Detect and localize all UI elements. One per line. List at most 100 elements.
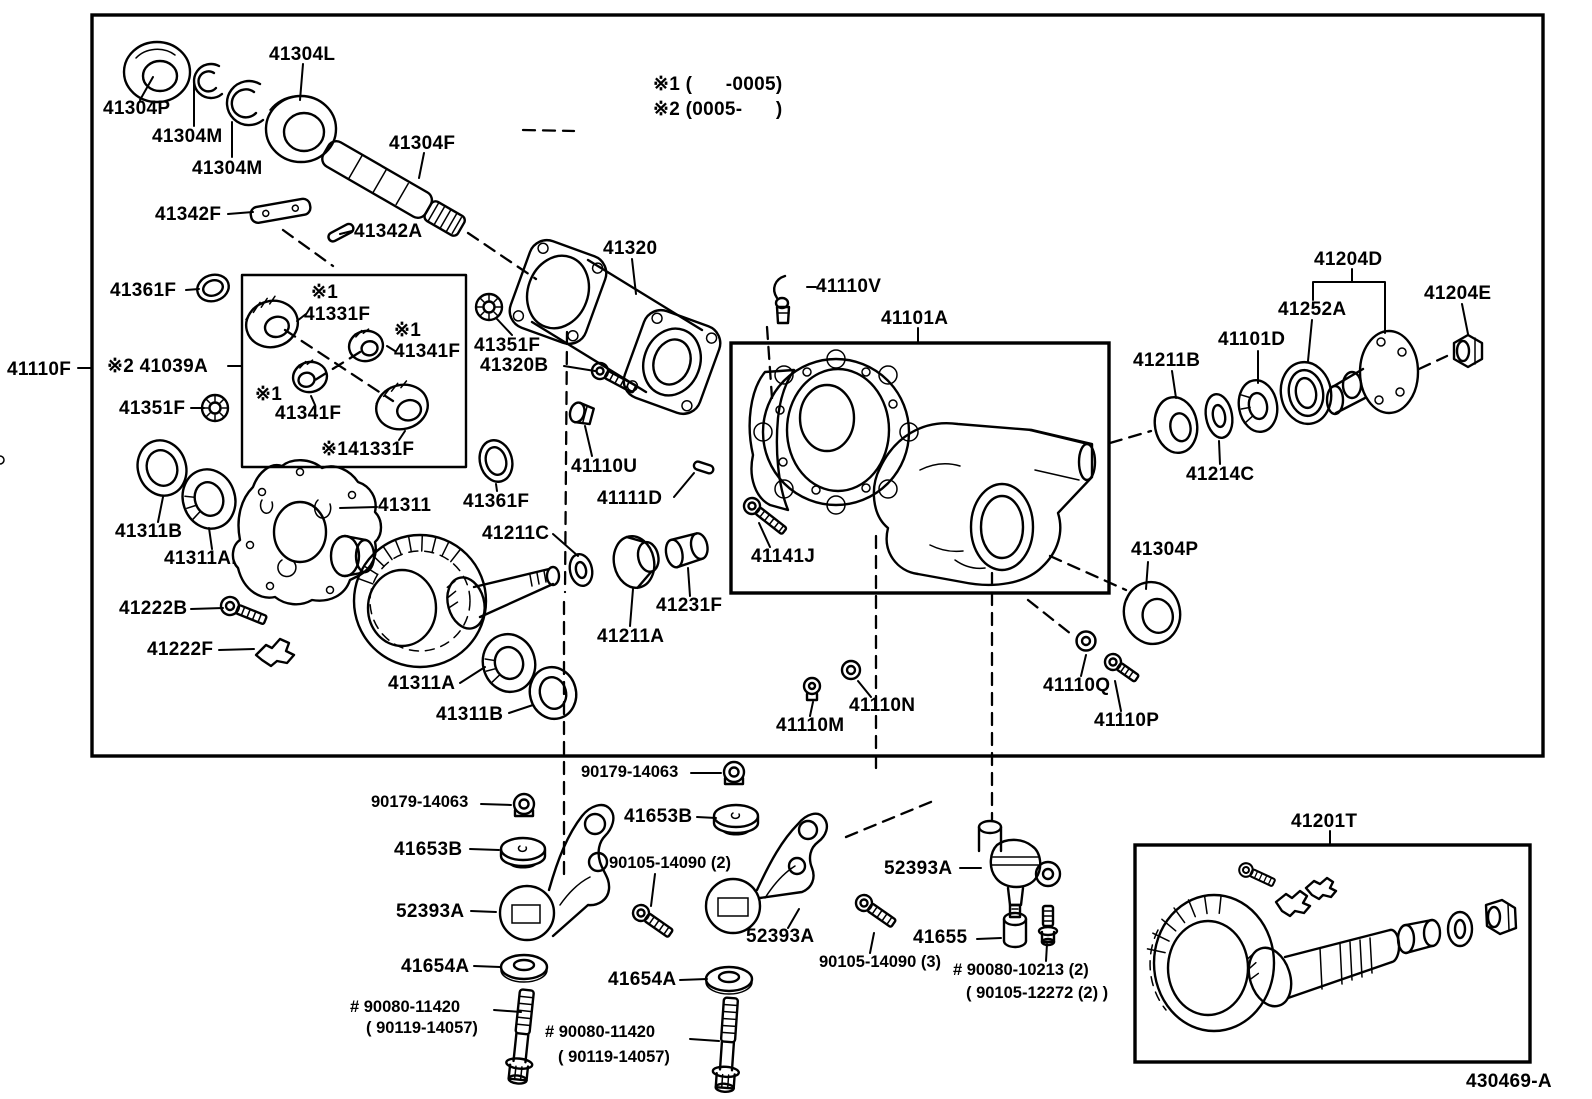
long-bolt-icon-right — [710, 995, 746, 1094]
pin-icon — [327, 222, 355, 243]
part-label-52393A-m: 52393A — [746, 926, 815, 947]
part-label-41361F-c: 41361F — [463, 491, 530, 512]
part-label-41304P-top: 41304P — [103, 98, 171, 119]
star-washer-icon-center — [474, 292, 504, 322]
part-label-90105-2: 90105-14090 (2) — [609, 854, 732, 872]
part-label-41252A: 41252A — [1278, 299, 1347, 320]
part-label-41222B: 41222B — [119, 598, 188, 619]
ring-icon-center — [478, 439, 514, 483]
ring-pinion-kit-icons — [1146, 859, 1518, 1033]
part-label-90179-l: 90179-14063 — [371, 793, 469, 811]
seal-icon-upper — [136, 439, 188, 497]
part-label-90179-r: 90179-14063 — [581, 763, 679, 781]
part-label-41110V: 41110V — [816, 276, 882, 297]
part-label-41222F: 41222F — [147, 639, 214, 660]
bolt-icon-90105-3 — [851, 890, 900, 932]
part-label-41110P: 41110P — [1094, 710, 1160, 731]
part-label-41320B: 41320B — [480, 355, 549, 376]
part-label-41311: 41311 — [378, 495, 432, 516]
plug-icon — [568, 401, 595, 426]
bolt-p-icon — [1103, 652, 1140, 683]
case-bolt-icon — [219, 595, 268, 626]
production-note-1: ※1 ( -0005) — [653, 74, 783, 95]
mounting-bracket-icon-right — [704, 812, 829, 935]
companion-flange-icon — [1325, 329, 1420, 416]
carrier-box-41101A — [729, 341, 1111, 595]
bearing-icon-rear1 — [1153, 395, 1199, 455]
snap-ring-icon-1 — [192, 62, 224, 100]
drawing-code: 430469-A — [1466, 1071, 1552, 1092]
part-label-41351F-l: 41351F — [119, 398, 186, 419]
part-label-41214C: 41214C — [1186, 464, 1255, 485]
part-label-41039A: ※2 41039A — [107, 356, 209, 377]
part-label-41311B-l: 41311B — [436, 704, 504, 725]
diff-case-icon — [231, 459, 383, 606]
part-label-41653B-l: 41653B — [394, 839, 463, 860]
carrier-case-rear-icon — [872, 422, 1097, 587]
part-label-90105-3: 90105-14090 (3) — [819, 953, 942, 971]
oil-seal-icon — [122, 40, 192, 104]
part-label-41341F-r: 41341F — [394, 341, 461, 362]
part-label-41110U: 41110U — [571, 456, 638, 477]
washer-plate-icon — [568, 552, 594, 588]
part-label-41304M-2: 41304M — [192, 158, 263, 179]
part-label-41331F-b: ※141331F — [321, 439, 415, 460]
part-label-41304P-l: 41304P — [1131, 539, 1199, 560]
seal-icon-lower — [528, 665, 578, 721]
leader-lines — [77, 63, 1469, 1042]
part-label-90080-l: # 90080-11420 — [350, 998, 461, 1016]
part-label-41231F: 41231F — [656, 595, 723, 616]
part-label-41304M-1: 41304M — [152, 126, 223, 147]
washer-n-icon — [840, 659, 862, 681]
spacer-41655-icon — [1002, 911, 1028, 949]
note-mark-1a: ※1 — [311, 282, 339, 303]
nut-q-icon — [1075, 630, 1097, 652]
part-label-90105-12272: ( 90105-12272 (2) ) — [966, 984, 1109, 1002]
part-label-41654A-r: 41654A — [608, 969, 677, 990]
spider-kit-box — [240, 273, 468, 469]
washer-icon-rear — [1204, 393, 1234, 439]
note-mark-1b: ※1 — [394, 320, 422, 341]
part-label-41141J: 41141J — [751, 546, 816, 567]
support-ball-joint-icon — [977, 819, 1062, 919]
bolt-icon-90105-2 — [628, 900, 677, 942]
carrier-case-front-icon — [0, 349, 919, 515]
tube-bolt-icon — [590, 361, 637, 394]
part-label-52393A-bj: 52393A — [884, 858, 953, 879]
part-label-41101D: 41101D — [1218, 329, 1286, 350]
spider-gear-kit-icons — [244, 295, 429, 431]
part-label-41351F-c: 41351F — [474, 335, 541, 356]
part-label-41320: 41320 — [603, 238, 658, 259]
carrier-bolt-icon — [742, 496, 788, 535]
production-note-2: ※2 (0005- ) — [653, 99, 783, 120]
washer-icon-left — [499, 953, 549, 984]
bolt-10213-icon — [1037, 904, 1059, 947]
part-label-52393A-l: 52393A — [396, 901, 465, 922]
cushion-icon-left — [499, 836, 547, 869]
extension-tube-icon — [508, 238, 722, 416]
lock-plate-icon — [254, 637, 296, 668]
part-label-41211B: 41211B — [1133, 350, 1201, 371]
part-label-41331F-t: 41331F — [304, 304, 371, 325]
part-label-90119-r: ( 90119-14057) — [558, 1048, 670, 1066]
part-label-90080-r: # 90080-11420 — [545, 1023, 656, 1041]
ring-pinion-box-41201T — [1133, 843, 1532, 1064]
dashed-connection-lines — [281, 128, 1449, 879]
part-label-41204D: 41204D — [1314, 249, 1383, 270]
part-label-41341F-b: 41341F — [275, 403, 342, 424]
part-label-41654A-l: 41654A — [401, 956, 470, 977]
bearing-icon-upper — [181, 468, 237, 530]
part-label-41311B-u: 41311B — [115, 521, 183, 542]
bearing-cone-icon — [612, 535, 660, 590]
nut-icon-right — [722, 760, 746, 786]
main-assembly-box — [90, 13, 1545, 758]
nut-icon-left — [512, 792, 536, 818]
part-label-41110F: 41110F — [7, 359, 72, 380]
part-label-41311A-l: 41311A — [388, 673, 456, 694]
part-label-41111D: 41111D — [597, 488, 663, 509]
bolt-m-icon — [802, 676, 822, 702]
cushion-icon-right — [712, 803, 760, 836]
mounting-bracket-icon-left — [498, 803, 615, 942]
